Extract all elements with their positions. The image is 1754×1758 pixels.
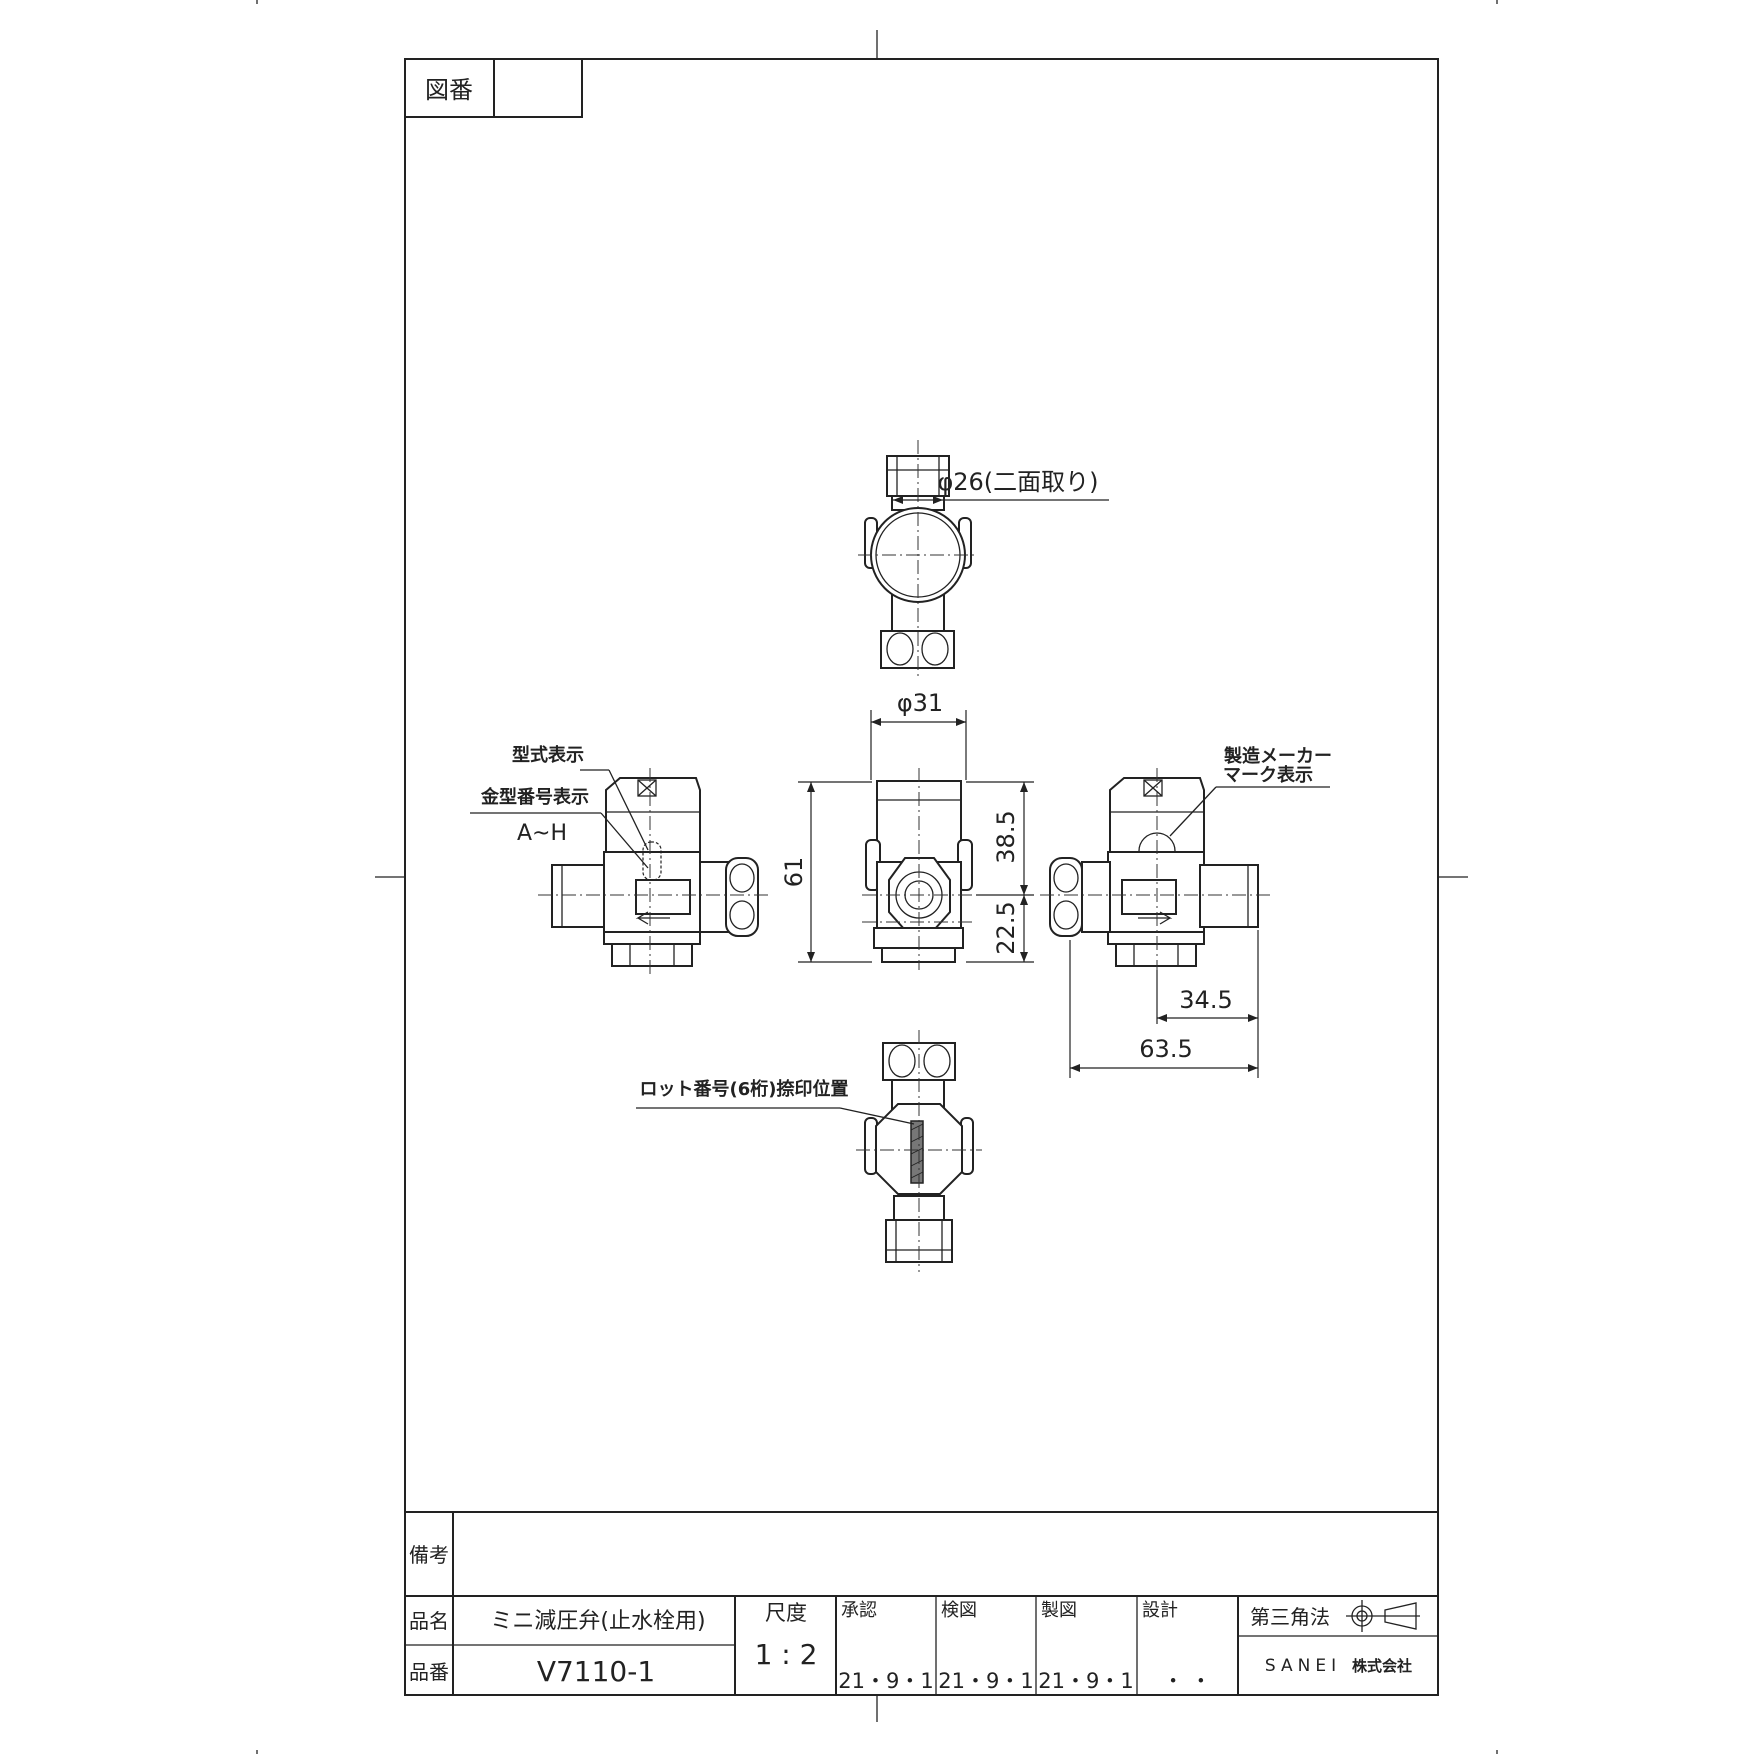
sekkei-label: 設計 [1142,1600,1178,1621]
kenzu-date: 21・9・1 [938,1669,1033,1693]
annotation-dim-22-5: 22.5 [992,901,1020,954]
bottom-view: ロット番号(6桁)捺印位置 [636,1030,982,1272]
hinmei-value: ミニ減圧弁(止水栓用) [490,1609,705,1634]
annotation-dia-31: φ31 [897,689,943,717]
annotation-katashiki: 型式表示 [512,744,584,766]
annotation-dia-26: φ26(二面取り) [937,468,1098,496]
registration-marks [256,0,1498,1754]
seizu-date: 21・9・1 [1038,1669,1133,1693]
annotation-lot-number: ロット番号(6桁)捺印位置 [640,1078,849,1100]
shakudo-label: 尺度 [765,1601,807,1625]
shakudo-value: 1 : 2 [755,1638,818,1671]
annotation-dim-63-5: 63.5 [1139,1035,1192,1063]
title-block: 備考 品名 ミニ減圧弁(止水栓用) 品番 V7110-1 尺度 1 : 2 承認… [405,1511,1438,1695]
left-side-view: 型式表示 金型番号表示 A~H [470,744,770,976]
annotation-maker-mark-1: 製造メーカー [1223,745,1332,767]
annotation-dim-34-5: 34.5 [1179,986,1232,1014]
company-name: SANEI [1265,1656,1341,1676]
right-side-view: 製造メーカー マーク表示 34.5 63.5 [1040,745,1332,1078]
projection-label: 第三角法 [1250,1605,1330,1629]
zuban-box: 図番 [405,59,583,118]
hinban-value: V7110-1 [537,1655,655,1688]
annotation-dim-38-5: 38.5 [992,810,1020,863]
hinban-label: 品番 [409,1660,449,1684]
annotation-dim-61: 61 [780,857,808,888]
annotation-maker-mark-2: マーク表示 [1223,764,1313,786]
seizu-label: 製図 [1041,1600,1077,1621]
annotation-a-h: A~H [517,821,567,846]
drawing-border [404,58,1439,1696]
bikou-label: 備考 [409,1543,449,1567]
third-angle-projection-icon [1346,1600,1420,1632]
shounin-date: 21・9・1 [838,1669,933,1693]
sekkei-date: ・ ・ [1163,1669,1212,1693]
zuban-label: 図番 [425,76,473,104]
company-suffix: 株式会社 [1352,1657,1412,1675]
shounin-label: 承認 [841,1600,877,1621]
top-view: φ26(二面取り) [858,440,1109,676]
kenzu-label: 検図 [941,1600,977,1621]
hinmei-label: 品名 [409,1609,449,1633]
annotation-kanagata: 金型番号表示 [480,786,589,808]
front-view: φ31 61 38.5 22.5 [780,689,1034,970]
